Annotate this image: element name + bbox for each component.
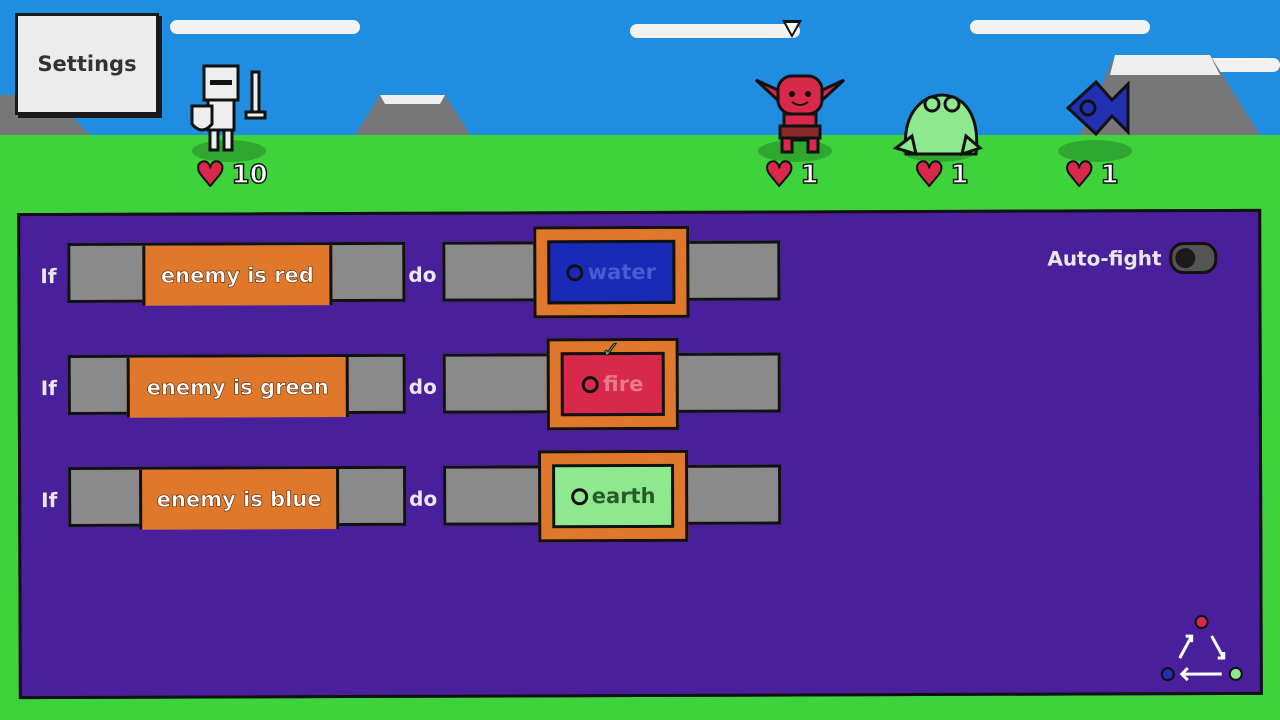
if-keyword: If xyxy=(40,376,57,401)
player-hp-value: 10 xyxy=(231,159,269,191)
socket-icon xyxy=(582,375,600,393)
heart-icon: ♥ xyxy=(194,155,227,195)
knight-icon xyxy=(190,64,267,152)
enemy-shadow xyxy=(1058,140,1132,162)
action-block[interactable]: earth xyxy=(537,449,689,543)
selection-arrow-icon xyxy=(782,20,802,38)
settings-button[interactable]: Settings xyxy=(15,13,159,115)
socket-icon xyxy=(566,263,584,281)
action-block[interactable]: water xyxy=(533,225,690,319)
rules-panel: If enemy is red do water If enemy is gre… xyxy=(17,208,1263,700)
check-icon: ✓ xyxy=(601,338,621,364)
condition-block[interactable]: enemy is green xyxy=(126,357,349,418)
cloud xyxy=(970,20,1150,34)
fish-enemy[interactable] xyxy=(1062,78,1134,140)
heart-icon: ♥ xyxy=(913,155,946,195)
condition-slot[interactable]: enemy is green xyxy=(67,353,406,418)
condition-block[interactable]: enemy is blue xyxy=(139,469,340,530)
frog-enemy[interactable] xyxy=(892,88,984,158)
heart-icon: ♥ xyxy=(763,155,796,195)
enemy-hp: ♥ 1 xyxy=(1063,155,1119,195)
condition-slot[interactable]: enemy is blue xyxy=(68,465,407,530)
player-hp: ♥ 10 xyxy=(194,155,269,195)
element-cycle-icon[interactable] xyxy=(1160,614,1244,684)
do-keyword: do xyxy=(408,374,437,399)
condition-block[interactable]: enemy is red xyxy=(142,245,333,306)
condition-slot[interactable]: enemy is red xyxy=(67,241,406,306)
auto-fight-control: Auto-fight xyxy=(1047,241,1218,275)
action-water[interactable]: water xyxy=(547,239,676,305)
toggle-knob xyxy=(1175,248,1196,269)
heart-icon: ♥ xyxy=(1063,155,1096,195)
cloud xyxy=(630,24,800,38)
cloud xyxy=(170,20,360,34)
do-keyword: do xyxy=(409,486,438,511)
goblin-enemy[interactable] xyxy=(752,70,848,156)
if-keyword: If xyxy=(41,488,58,513)
if-keyword: If xyxy=(40,264,57,289)
action-earth[interactable]: earth xyxy=(552,463,675,529)
socket-icon xyxy=(570,487,588,505)
auto-fight-toggle[interactable] xyxy=(1169,241,1218,275)
do-keyword: do xyxy=(408,262,437,287)
auto-fight-label: Auto-fight xyxy=(1047,246,1162,271)
enemy-hp: ♥ 1 xyxy=(763,155,819,195)
enemy-hp: ♥ 1 xyxy=(913,155,969,195)
